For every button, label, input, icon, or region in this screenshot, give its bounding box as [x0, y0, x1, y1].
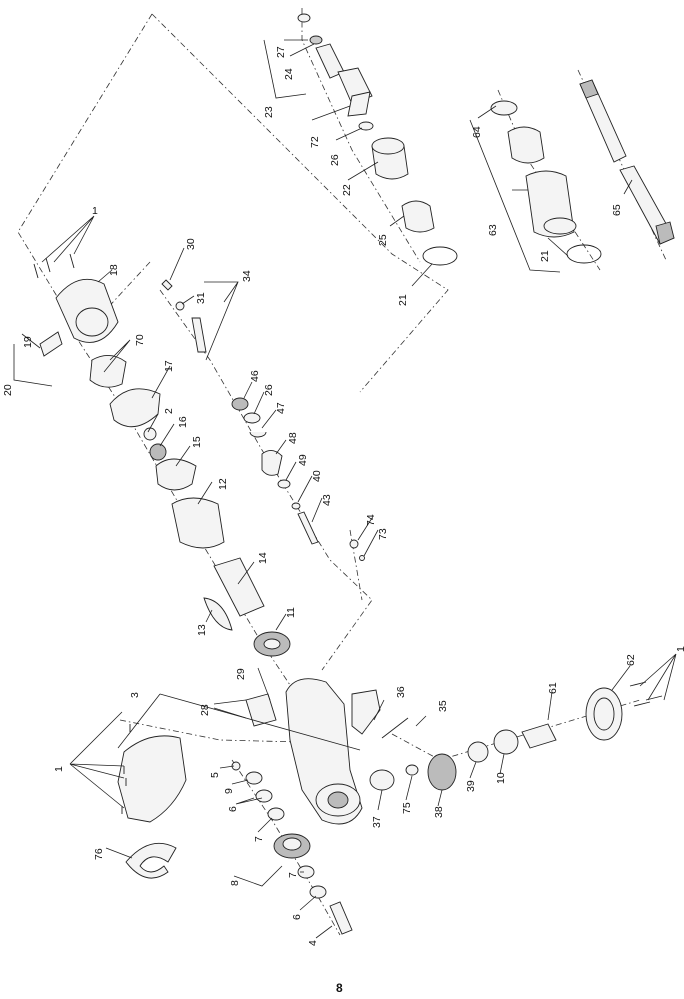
leader-lines: [13, 39, 677, 939]
main-housing: [245, 678, 409, 825]
callout-37: 37: [371, 816, 383, 828]
callout-13: 13: [196, 624, 208, 636]
callout-65: 65: [611, 204, 623, 216]
callout-15: 15: [191, 436, 203, 448]
callout-70: 70: [134, 334, 146, 346]
callout-38: 38: [433, 806, 445, 818]
callout-27: 27: [275, 46, 287, 58]
callout-8: 8: [229, 880, 241, 886]
callout-35: 35: [437, 700, 449, 712]
callout-11: 11: [285, 607, 297, 618]
callout-30: 30: [185, 238, 197, 250]
callout-34: 34: [241, 270, 253, 282]
callout-31: 31: [195, 292, 207, 304]
callout-5: 5: [209, 772, 221, 778]
callout-43: 43: [321, 494, 333, 506]
callout-19: 19: [22, 336, 34, 348]
callout-48: 48: [287, 432, 299, 444]
callout-9: 9: [223, 788, 235, 794]
callout-23: 23: [263, 106, 275, 118]
page-number: 8: [336, 981, 343, 995]
callout-63: 63: [487, 224, 499, 236]
callout-1c: 1: [675, 646, 684, 652]
callout-39: 39: [465, 780, 477, 792]
callout-26b: 26: [329, 154, 341, 166]
callout-1: 1: [92, 205, 98, 217]
callout-1b: 1: [53, 766, 65, 772]
callout-21b: 21: [539, 250, 551, 262]
callout-17: 17: [163, 360, 175, 372]
callout-labels: 1 18 19 20 70 17 2 16 15 12 14 13 11 30 …: [2, 46, 684, 995]
callout-12: 12: [217, 478, 229, 490]
callout-64: 64: [471, 126, 483, 138]
callout-7a: 7: [253, 836, 265, 842]
callout-26: 26: [263, 384, 275, 396]
callout-22: 22: [341, 184, 353, 196]
callout-16: 16: [177, 416, 189, 428]
callout-28: 28: [199, 704, 211, 716]
callout-6b: 6: [291, 914, 303, 920]
callout-6a: 6: [227, 806, 239, 812]
callout-25: 25: [377, 234, 389, 246]
callout-7b: 7: [287, 872, 299, 878]
callout-72: 72: [309, 136, 321, 148]
callout-24: 24: [283, 68, 295, 80]
callout-21a: 21: [397, 294, 409, 306]
callout-47: 47: [275, 402, 287, 414]
callout-10: 10: [495, 772, 507, 784]
cylinder-assembly-63: [490, 100, 602, 264]
valve-assembly-23: [297, 13, 458, 266]
callout-18: 18: [108, 264, 120, 276]
callout-61: 61: [547, 682, 559, 694]
callout-14: 14: [257, 552, 269, 564]
callout-36: 36: [395, 686, 407, 698]
callout-4: 4: [307, 940, 319, 946]
callout-40: 40: [311, 470, 323, 482]
shaft-65: [579, 79, 675, 245]
callout-2: 2: [163, 408, 175, 414]
callout-75: 75: [401, 802, 413, 814]
callout-46: 46: [249, 370, 261, 382]
callout-3: 3: [129, 692, 141, 698]
callout-62: 62: [625, 654, 637, 666]
callout-76: 76: [93, 848, 105, 860]
motor-stack: [33, 253, 291, 657]
callout-74: 74: [365, 514, 377, 526]
front-gears: [117, 681, 663, 935]
callout-73: 73: [377, 528, 389, 540]
callout-49: 49: [297, 454, 309, 466]
callout-29: 29: [235, 668, 247, 680]
callout-20: 20: [2, 384, 14, 396]
